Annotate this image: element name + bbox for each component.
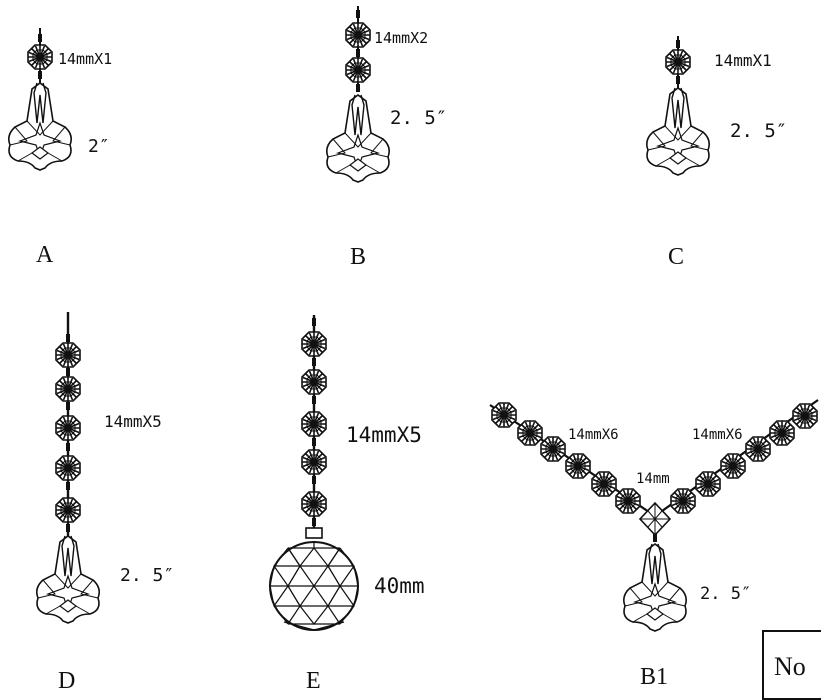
size-E: 40mm	[374, 574, 425, 598]
pendant-A	[7, 28, 73, 171]
label-B: B	[350, 244, 366, 270]
corner-number-box: No	[762, 630, 821, 700]
spec-B: 14mmX2	[374, 29, 428, 47]
spec-C: 14mmX1	[714, 51, 772, 70]
size-A: 2″	[88, 136, 110, 157]
size-B1: 2. 5″	[700, 584, 751, 604]
spec-D: 14mmX5	[104, 412, 162, 431]
label-D: D	[58, 668, 75, 692]
spec-B1-left: 14mmX6	[568, 427, 619, 443]
corner-number-label: No	[774, 652, 806, 681]
necklace-B1	[489, 399, 819, 632]
label-C: C	[668, 244, 684, 270]
pendant-B	[325, 6, 391, 183]
spec-A: 14mmX1	[58, 50, 112, 68]
label-E: E	[306, 668, 321, 692]
pendant-E	[269, 315, 359, 631]
label-A: A	[36, 242, 54, 268]
center-B1: 14mm	[636, 471, 670, 487]
pendant-D	[35, 312, 101, 624]
spec-E: 14mmX5	[346, 423, 422, 447]
label-B1: B1	[640, 664, 668, 690]
size-D: 2. 5″	[120, 565, 174, 586]
pendant-C	[645, 36, 711, 176]
size-B: 2. 5″	[390, 107, 447, 129]
spec-B1-right: 14mmX6	[692, 427, 743, 443]
size-C: 2. 5″	[730, 120, 787, 142]
